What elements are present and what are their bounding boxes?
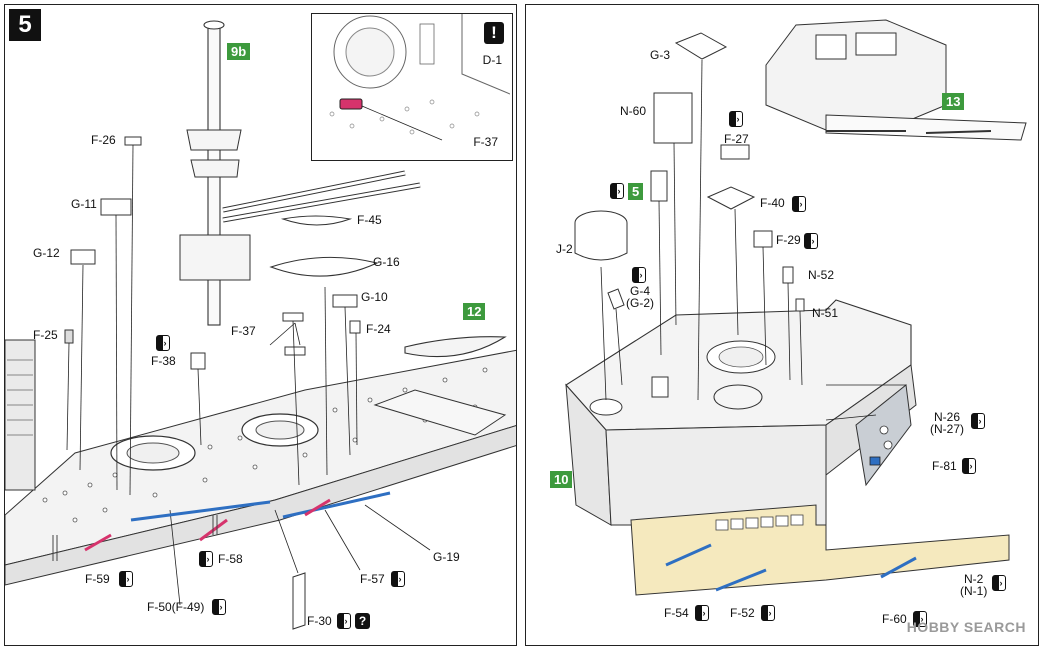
ref-step-13: 13 [942,93,965,110]
ref-step-5: 5 [628,183,644,200]
question-icon: ? [355,613,370,629]
mirror-part-icon: › [632,267,646,283]
label-n2: N-2 [964,572,984,586]
label-f37: F-37 [231,324,256,338]
assembly-illustration-left [5,20,516,630]
label-f30: F-30 [307,614,332,628]
label-f45: F-45 [357,213,382,227]
label-n2-alt: (N-1) [960,584,988,598]
label-sprue-d1: D-1 [482,53,502,67]
mirror-part-icon: › [792,196,806,212]
ref-step-12: 12 [463,303,486,320]
label-j2: J-2 [556,242,573,256]
label-f60: F-60 [882,612,907,626]
mirror-part-icon: › [695,605,709,621]
label-f24: F-24 [366,322,391,336]
label-f50: F-50(F-49) [147,600,205,614]
label-g10: G-10 [361,290,388,304]
mirror-part-icon: › [610,183,624,199]
label-f29: F-29 [776,233,801,247]
mirror-part-icon: › [992,575,1006,591]
label-n60: N-60 [620,104,647,118]
mirror-part-icon: › [971,413,985,429]
label-n26: N-26 [934,410,961,424]
mirror-part-icon: › [337,613,351,629]
label-g4: G-4 [630,284,651,298]
ref-step-10: 10 [550,471,573,488]
label-g11: G-11 [71,197,97,211]
assembly-illustration-right [565,19,1027,596]
mirror-part-icon: › [212,599,226,615]
label-f38: F-38 [151,354,176,368]
sprue-detail-illustration [329,14,510,141]
mirror-part-icon: › [913,611,927,627]
mirror-part-icon: › [729,111,743,127]
mirror-part-icon: › [199,551,213,567]
label-f40: F-40 [760,196,785,210]
mirror-part-icon: › [804,233,818,249]
label-f59: F-59 [85,572,110,586]
detail-inset-d1: ! D-1 F-37 [311,13,513,161]
label-n51: N-51 [812,306,839,320]
mirror-part-icon: › [391,571,405,587]
mirror-part-icon: › [156,335,170,351]
label-f57: F-57 [360,572,385,586]
step-number-badge: 5 [9,9,41,41]
label-f27: F-27 [724,132,749,146]
label-f54: F-54 [664,606,689,620]
label-f26: F-26 [91,133,116,147]
label-g12: G-12 [33,246,60,260]
label-n26-alt: (N-27) [930,422,965,436]
label-g16: G-16 [373,255,400,269]
label-g19: G-19 [433,550,460,564]
mirror-part-icon: › [119,571,133,587]
label-f58: F-58 [218,552,243,566]
step-5-panel-right: 5 › 13 10 G-3 N-60 › F-27 F-40 › F-29 › … [525,4,1039,646]
label-f52: F-52 [730,606,755,620]
label-f81: F-81 [932,459,957,473]
label-g3: G-3 [650,48,671,62]
step-5-panel: 5 [4,4,517,646]
mirror-part-icon: › [761,605,775,621]
label-f25: F-25 [33,328,58,342]
label-n52: N-52 [808,268,835,282]
label-g4-alt: (G-2) [626,296,654,310]
attention-icon: ! [484,22,504,44]
ref-step-9b: 9b [227,43,251,60]
label-detail-f37: F-37 [473,135,498,149]
watermark: HOBBY SEARCH [906,619,1026,635]
mirror-part-icon: › [962,458,976,474]
